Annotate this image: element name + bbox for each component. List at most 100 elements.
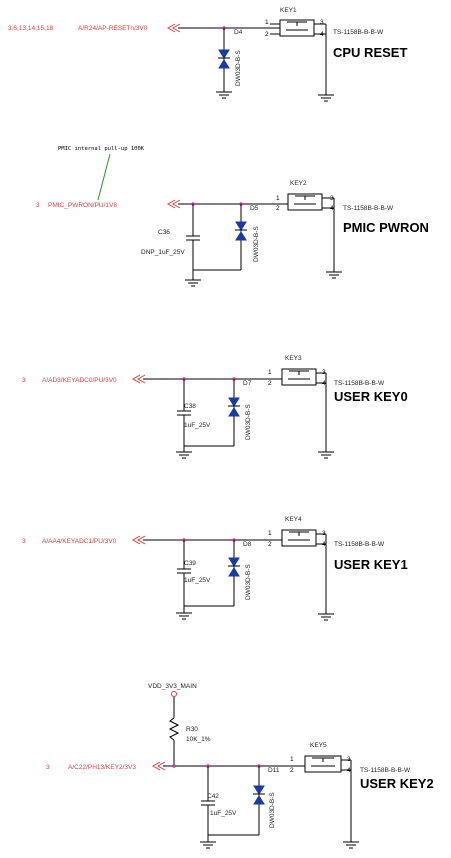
key-ref: KEY1: [280, 7, 297, 14]
cap-value: 1uF_25V: [184, 422, 211, 429]
diode-part: DW03D-B-S: [245, 564, 252, 600]
offpage-connector: [166, 23, 181, 33]
diode-part: DW03D-B-S: [269, 792, 276, 828]
tvs-diode-upper: [228, 397, 240, 407]
section-title: USER KEY2: [360, 776, 434, 791]
tvs-diode-upper: [228, 557, 240, 567]
diode-ref: D7: [243, 380, 252, 387]
sheet-ref: 3: [46, 764, 50, 771]
section-title: PMIC PWRON: [343, 220, 429, 235]
section-cpu-reset: 3,6,13,14,15,18 A/R24/AP-RESETn/3V0 D4 D…: [8, 7, 407, 102]
cap-ref: C38: [184, 403, 196, 410]
pin-number: 3: [320, 19, 324, 26]
res-ref: R30: [186, 726, 198, 733]
cap-ref: C36: [158, 229, 170, 236]
tvs-diode-lower: [228, 407, 240, 417]
diode-ref: D11: [268, 767, 280, 774]
pin-number: 2: [290, 767, 294, 774]
tactile-switch: [304, 755, 342, 773]
pin-number: 2: [268, 380, 272, 387]
switch-actuator: [311, 757, 335, 767]
switch-part: TS-1158B-B-B-W: [360, 767, 411, 774]
switch-actuator: [286, 21, 308, 31]
ground-symbol: [176, 451, 192, 459]
net-label: A/C22/PH13/KEY2/3V3: [68, 764, 136, 771]
key-ref: KEY5: [310, 742, 327, 749]
tvs-diode-upper: [253, 785, 265, 795]
junction-dot: [172, 764, 176, 768]
tvs-diode-upper: [218, 49, 230, 59]
tvs-diode-lower: [218, 59, 230, 69]
tactile-switch: [279, 19, 315, 37]
offpage-connector: [131, 374, 146, 384]
tactile-switch: [281, 368, 317, 386]
key-ref: KEY2: [290, 180, 307, 187]
diode-part: DW03D-B-S: [235, 50, 242, 86]
tvs-diode-lower: [235, 231, 247, 241]
diode-part: DW03D-B-S: [245, 404, 252, 440]
section-title: USER KEY1: [334, 557, 408, 572]
cap-value: DNP_1uF_25V: [141, 249, 185, 256]
switch-actuator: [294, 195, 316, 205]
pin-number: 1: [290, 756, 294, 763]
section-title: CPU RESET: [333, 45, 407, 60]
net-label: A/AA4/KEYADC1/PU/3V0: [42, 538, 117, 545]
switch-actuator: [288, 370, 310, 380]
diode-ref: D5: [250, 205, 259, 212]
ground-symbol: [176, 612, 192, 620]
section-user-key2: VDD_3V3_MAIN R30 10K_1% 3 A/C22/PH13/KEY…: [46, 683, 434, 849]
switch-part: TS-1158B-B-B-W: [343, 205, 394, 212]
pin-number: 1: [268, 369, 272, 376]
pin-number: 1: [265, 19, 269, 26]
pin-number: 2: [268, 541, 272, 548]
key-ref: KEY4: [285, 516, 302, 523]
pin-number: 2: [265, 31, 269, 38]
section-title: USER KEY0: [334, 389, 408, 404]
switch-actuator: [288, 531, 310, 541]
cap-value: 1uF_25V: [210, 810, 237, 817]
net-label: PMIC_PWRON/PU/1V8: [48, 202, 117, 209]
net-label: A/AD3/KEYADC0/PU/3V0: [42, 377, 117, 384]
sheet-ref: 3: [22, 377, 26, 384]
annotation-note: PMIC internal pull-up 100K: [58, 146, 145, 152]
switch-part: TS-1158B-B-B-W: [334, 541, 385, 548]
section-user-key1: 3 A/AA4/KEYADC1/PU/3V0 C39 1uF_25V D8 DW…: [22, 516, 408, 621]
diode-ref: D8: [243, 541, 252, 548]
net-label: A/R24/AP-RESETn/3V0: [78, 25, 148, 32]
section-pmic-pwron: PMIC internal pull-up 100K 3 PMIC_PWRON/…: [36, 146, 429, 287]
offpage-connector: [131, 535, 146, 545]
pin-number: 1: [268, 530, 272, 537]
ground-symbol: [216, 91, 232, 99]
sheet-ref: 3: [22, 538, 26, 545]
ground-symbol: [326, 271, 342, 279]
offpage-connector: [151, 761, 166, 771]
diode-part: DW03D-B-S: [253, 226, 260, 262]
ground-symbol: [185, 279, 201, 287]
tvs-diode-lower: [253, 795, 265, 805]
ground-symbol: [343, 841, 359, 849]
resistor: [168, 717, 180, 741]
cap-value: 1uF_25V: [184, 577, 211, 584]
supply-port: [171, 691, 177, 697]
ground-symbol: [318, 94, 334, 102]
sheet-ref: 3,6,13,14,15,18: [8, 25, 54, 32]
section-user-key0: 3 A/AD3/KEYADC0/PU/3V0 C38 1uF_25V D7 DW…: [22, 355, 408, 459]
tactile-switch: [281, 529, 317, 547]
ground-symbol: [318, 451, 334, 459]
annotation-leader: [97, 153, 111, 201]
supply-label: VDD_3V3_MAIN: [148, 683, 197, 690]
diode-ref: D4: [234, 29, 243, 36]
ground-symbol: [200, 841, 216, 849]
cap-ref: C39: [184, 560, 196, 567]
key-ref: KEY3: [285, 355, 302, 362]
pin-number: 2: [276, 205, 280, 212]
res-value: 10K_1%: [186, 736, 211, 743]
tvs-diode-upper: [235, 221, 247, 231]
switch-part: TS-1158B-B-B-W: [334, 380, 385, 387]
tvs-diode-lower: [228, 567, 240, 577]
cap-ref: C42: [207, 793, 219, 800]
ground-symbol: [318, 613, 334, 621]
pin-number: 1: [276, 195, 280, 202]
offpage-connector: [166, 199, 181, 209]
